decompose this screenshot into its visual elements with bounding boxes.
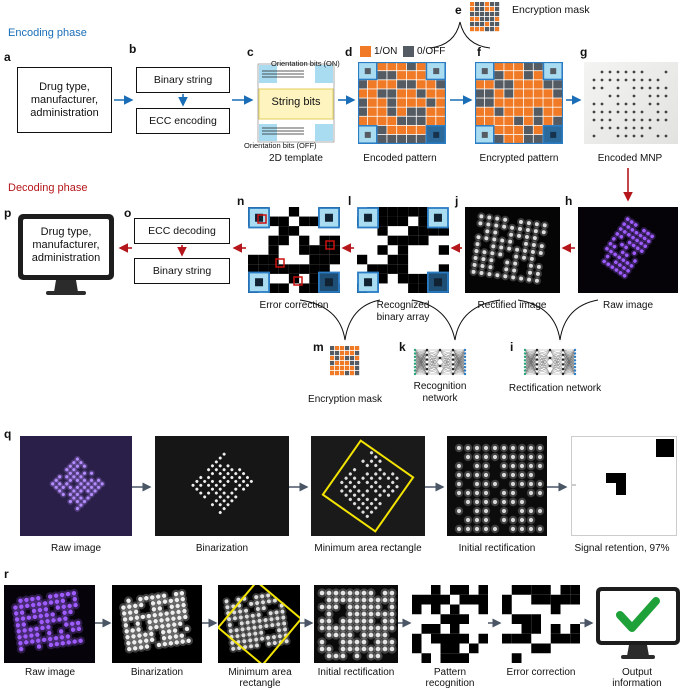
binary-array-caption: Recognized binary array xyxy=(376,300,430,323)
r-caption-output: Output information xyxy=(612,667,662,689)
encryption-mask-bottom-caption: Encryption mask xyxy=(308,394,382,405)
panel-label-d: d xyxy=(345,45,353,59)
legend-off-swatch xyxy=(403,46,414,57)
panel-label-q: q xyxy=(4,427,12,441)
drug-info-box: Drug type, manufacturer, administration xyxy=(17,67,112,133)
r-error-correction-image xyxy=(502,585,580,663)
binary-string-box: Binary string xyxy=(136,67,230,93)
r-caption-pattern-recognition: Pattern recognition xyxy=(425,667,475,689)
ecc-decoding-box: ECC decoding xyxy=(134,218,230,244)
encryption-mask-top xyxy=(470,2,500,32)
panel-label-i: i xyxy=(510,340,514,354)
ecc-encoding-box: ECC encoding xyxy=(136,108,230,134)
recognition-network-caption: Recognition network xyxy=(413,381,467,404)
encryption-mask-bottom xyxy=(330,346,360,376)
encoded-pattern-grid xyxy=(358,62,446,144)
monitor-output: Drug type, manufacturer, administration xyxy=(16,212,116,298)
panel-label-n: n xyxy=(237,194,245,208)
panel-label-f: f xyxy=(477,45,481,59)
panel-label-o: o xyxy=(124,206,132,220)
encryption-mask-top-caption: Encryption mask xyxy=(512,4,590,16)
rectified-image-photo xyxy=(465,207,560,293)
template-caption: 2D template xyxy=(269,153,323,164)
error-correction-grid xyxy=(248,207,340,293)
string-bits-label: String bits xyxy=(271,96,321,108)
r-raw-image xyxy=(4,585,95,663)
binary-array-grid xyxy=(357,207,449,293)
orientation-off-label: Orientation bits (OFF) xyxy=(244,141,317,150)
r-initial-rect-image xyxy=(314,585,398,663)
r-caption-error-correction: Error correction xyxy=(506,667,576,678)
encoded-mnp-caption: Encoded MNP xyxy=(597,153,663,164)
orientation-on-label: Orientation bits (ON) xyxy=(271,59,340,68)
monitor-output-text: Drug type, manufacturer, administration xyxy=(31,226,101,264)
r-caption-initial-rect: Initial rectification xyxy=(317,667,395,678)
encrypted-pattern-grid xyxy=(475,62,563,144)
q-signal-retention-image xyxy=(571,436,677,536)
panel-label-k: k xyxy=(399,340,406,354)
q-binarization-image xyxy=(155,436,289,536)
panel-label-r: r xyxy=(4,567,9,581)
raw-image-photo xyxy=(578,207,678,293)
encrypted-pattern-caption: Encrypted pattern xyxy=(479,153,559,164)
rectified-image-caption: Rectified image xyxy=(477,300,547,311)
legend-on-label: 1/ON xyxy=(374,46,398,57)
q-caption-raw: Raw image xyxy=(50,543,102,554)
r-caption-raw: Raw image xyxy=(24,667,76,678)
recognition-network-icon xyxy=(412,347,468,377)
q-min-area-rect-image xyxy=(311,436,425,536)
r-caption-binarization: Binarization xyxy=(130,667,184,678)
panel-label-g: g xyxy=(580,45,588,59)
binary-string-decoded-box: Binary string xyxy=(134,258,230,284)
r-output-monitor xyxy=(594,585,682,663)
panel-label-l: l xyxy=(348,194,352,208)
r-pattern-recognition-image xyxy=(412,585,488,663)
rectification-network-icon xyxy=(522,347,578,377)
template-diagram xyxy=(256,62,336,144)
r-caption-min-rect: Minimum area rectangle xyxy=(228,667,292,689)
legend-on-swatch xyxy=(360,46,371,57)
decoding-phase-title: Decoding phase xyxy=(8,182,88,194)
q-caption-initial-rect: Initial rectification xyxy=(458,543,536,554)
panel-label-m: m xyxy=(313,340,324,354)
panel-label-c: c xyxy=(247,45,254,59)
legend-off-label: 0/OFF xyxy=(417,46,446,57)
panel-label-e: e xyxy=(455,3,462,17)
check-icon xyxy=(616,597,660,632)
encoded-mnp-photo xyxy=(584,62,678,144)
error-correction-caption: Error correction xyxy=(259,300,329,311)
q-caption-signal-retention: Signal retention, 97% xyxy=(574,543,670,554)
rectification-network-caption: Rectification network xyxy=(508,383,602,394)
encoding-phase-title: Encoding phase xyxy=(8,27,87,39)
panel-label-p: p xyxy=(4,206,12,220)
q-caption-binarization: Binarization xyxy=(195,543,249,554)
panel-label-b: b xyxy=(129,42,137,56)
r-min-area-rect-image xyxy=(218,585,300,663)
panel-label-a: a xyxy=(4,50,11,64)
r-binarization-image xyxy=(112,585,202,663)
raw-image-caption: Raw image xyxy=(602,300,654,311)
panel-label-h: h xyxy=(565,194,573,208)
q-caption-min-rect: Minimum area rectangle xyxy=(314,543,422,554)
q-initial-rectification-image xyxy=(447,436,547,536)
panel-label-j: j xyxy=(455,194,459,208)
encoded-pattern-caption: Encoded pattern xyxy=(363,153,437,164)
q-raw-image xyxy=(20,436,132,536)
